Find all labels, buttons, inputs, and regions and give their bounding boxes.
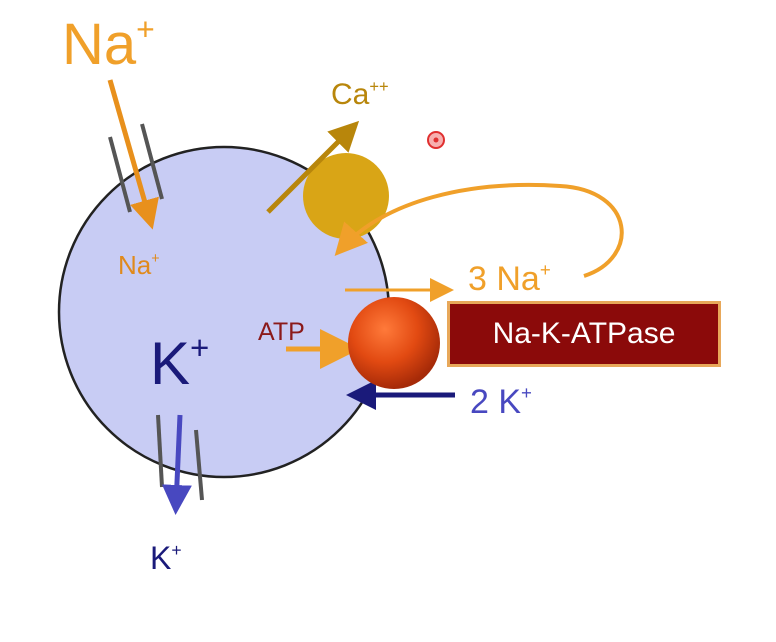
calcium-efflux-arrow bbox=[266, 120, 360, 214]
sodium-inside-label: Na+ bbox=[118, 250, 160, 280]
target-cursor-icon bbox=[427, 131, 445, 149]
calcium-exchanger bbox=[303, 153, 389, 239]
sodium-influx-arrow bbox=[107, 79, 159, 230]
potassium-outside-label: K+ bbox=[150, 539, 182, 576]
calcium-label: Ca++ bbox=[331, 77, 389, 111]
potassium-inside-label: K+ bbox=[150, 329, 210, 397]
sodium-outside-label: Na+ bbox=[62, 11, 155, 77]
sodium-potassium-pump bbox=[348, 297, 440, 389]
three-sodium-label: 3 Na+ bbox=[468, 258, 551, 298]
pump-label-box: Na-K-ATPase bbox=[447, 301, 721, 367]
pump-label: Na-K-ATPase bbox=[492, 317, 676, 350]
potassium-channel bbox=[156, 414, 204, 501]
sodium-channel bbox=[108, 123, 164, 213]
sodium-recycle-arrow bbox=[334, 182, 624, 278]
potassium-efflux-arrow bbox=[161, 414, 192, 515]
two-potassium-label: 2 K+ bbox=[470, 381, 532, 421]
atp-label: ATP bbox=[258, 318, 305, 346]
